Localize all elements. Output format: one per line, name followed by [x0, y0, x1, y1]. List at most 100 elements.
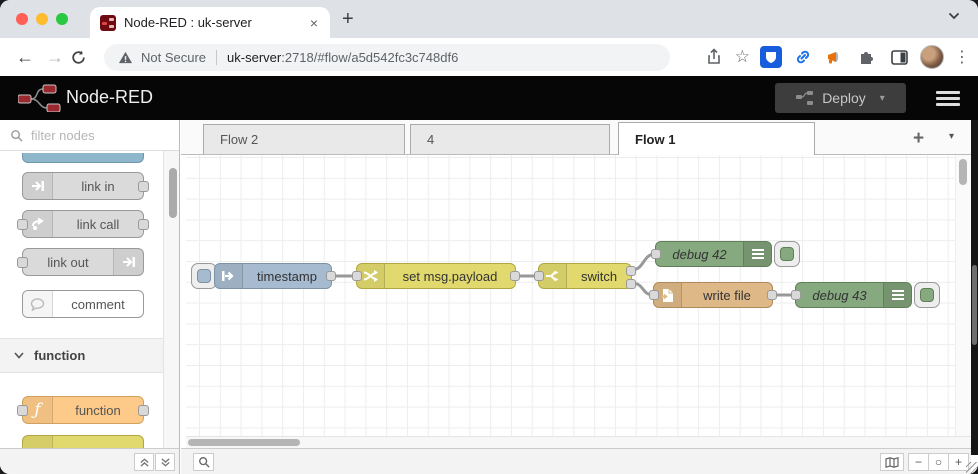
palette-search[interactable] [0, 120, 179, 151]
output-port-1[interactable] [626, 266, 636, 276]
palette-node-function[interactable]: ƒ function [17, 396, 149, 424]
input-port [17, 257, 28, 268]
zoom-out-button[interactable]: − [908, 453, 929, 471]
file-node[interactable]: write file [649, 282, 777, 308]
node-label: debug 42 [672, 246, 727, 262]
output-port[interactable] [510, 271, 520, 281]
address-bar[interactable]: Not Secure uk-server:2718/#flow/a5d542fc… [104, 44, 670, 71]
deploy-label: Deploy [822, 90, 866, 106]
profile-avatar[interactable] [920, 45, 944, 69]
not-secure-warning-icon [118, 51, 133, 63]
deploy-options-caret-icon[interactable]: ▾ [879, 92, 885, 104]
tab-close-icon[interactable]: × [309, 14, 318, 31]
browser-tab[interactable]: Node-RED : uk-server × [90, 7, 330, 38]
canvas-search-button[interactable] [193, 453, 214, 471]
output-port-2[interactable] [626, 279, 636, 289]
palette-scrollbar-track[interactable] [163, 151, 179, 448]
switch-node[interactable]: switch [534, 263, 636, 289]
palette-node-partial-bottom[interactable] [22, 435, 144, 449]
chevron-down-icon [14, 352, 24, 359]
input-port[interactable] [534, 271, 544, 281]
navigator-button[interactable] [880, 453, 904, 471]
palette-node-link-out[interactable]: link out [17, 248, 144, 276]
change-node[interactable]: set msg.payload [352, 263, 520, 289]
tab-search-chevron-icon[interactable] [946, 8, 962, 24]
palette-node-link-call[interactable]: link call [17, 210, 149, 238]
palette-scrollbar-thumb[interactable] [169, 168, 177, 218]
flow-tab-flow1-active[interactable]: Flow 1 [618, 122, 815, 155]
bitwarden-extension-icon[interactable] [760, 46, 782, 68]
url-host[interactable]: uk-server [227, 50, 282, 65]
input-port[interactable] [651, 249, 661, 259]
debug-node-43[interactable]: debug 43 [791, 282, 912, 308]
flow-canvas[interactable]: timestamp set msg.payload [186, 155, 971, 436]
output-port[interactable] [326, 271, 336, 281]
inject-icon [215, 264, 243, 288]
node-red-logo [18, 84, 61, 112]
palette-node-partial-top[interactable] [22, 153, 144, 163]
canvas-hscrollbar-thumb[interactable] [188, 439, 300, 446]
debug-42-toggle-button[interactable] [774, 241, 800, 267]
url-path[interactable]: :2718/#flow/a5d542fc3c748df6 [281, 50, 459, 65]
input-port[interactable] [791, 290, 801, 300]
debug-43-toggle-button[interactable] [914, 282, 940, 308]
output-port [138, 405, 149, 416]
main-menu-icon[interactable] [936, 88, 960, 108]
link-extension-icon[interactable] [792, 46, 814, 68]
node-palette: link in link call link out [0, 120, 180, 474]
forward-button: → [46, 46, 64, 67]
input-port[interactable] [352, 271, 362, 281]
inject-node[interactable]: timestamp [214, 263, 336, 289]
flow-tab-flow2[interactable]: Flow 2 [203, 124, 405, 154]
fullscreen-window-button[interactable] [56, 13, 68, 25]
input-port[interactable] [649, 290, 659, 300]
window-resize-grip[interactable] [966, 462, 978, 474]
search-icon [198, 457, 210, 468]
close-window-button[interactable] [16, 13, 28, 25]
security-label[interactable]: Not Secure [141, 50, 207, 65]
palette-node-link-in[interactable]: link in [22, 172, 149, 200]
browser-tabstrip: Node-RED : uk-server × + [0, 0, 978, 38]
minimize-window-button[interactable] [36, 13, 48, 25]
megaphone-extension-icon[interactable] [824, 46, 846, 68]
add-flow-button[interactable]: + [913, 128, 925, 149]
link-in-icon [23, 173, 53, 199]
output-port [138, 219, 149, 230]
search-icon [11, 129, 23, 142]
switch-icon [539, 264, 567, 288]
side-panel-icon[interactable] [888, 46, 910, 68]
reload-button[interactable] [70, 49, 100, 66]
share-icon[interactable] [703, 46, 725, 68]
palette-search-input[interactable] [29, 126, 159, 144]
browser-menu-icon[interactable]: ⋮ [954, 49, 970, 66]
zoom-reset-button[interactable]: ○ [928, 453, 949, 471]
flow-tab-label: Flow 2 [220, 132, 259, 147]
canvas-hscrollbar-track[interactable] [186, 436, 971, 448]
input-port [17, 405, 28, 416]
output-port[interactable] [767, 290, 777, 300]
palette-node-comment[interactable]: comment [22, 290, 144, 318]
palette-node-label: link out [47, 254, 89, 270]
browser-tab-title: Node-RED : uk-server [124, 15, 252, 30]
input-port [17, 219, 28, 230]
expand-all-categories-button[interactable] [155, 453, 175, 471]
deploy-nodes-icon [796, 90, 814, 105]
collapse-all-categories-button[interactable] [134, 453, 154, 471]
bookmark-star-icon[interactable]: ☆ [734, 47, 750, 66]
flow-tab-4[interactable]: 4 [410, 124, 610, 154]
node-label: debug 43 [812, 287, 867, 303]
browser-scrollbar-thumb[interactable] [972, 265, 977, 345]
app-title: Node-RED [66, 87, 154, 107]
deploy-button[interactable]: Deploy ▾ [775, 83, 906, 113]
flow-list-caret-icon[interactable]: ▾ [949, 131, 955, 142]
back-button[interactable]: ← [16, 46, 34, 67]
canvas-vscrollbar-thumb[interactable] [959, 159, 967, 185]
switch-icon [23, 435, 53, 449]
palette-node-label: link in [81, 178, 115, 194]
new-tab-button[interactable]: + [342, 8, 354, 30]
canvas-vscrollbar-track[interactable] [955, 155, 971, 436]
palette-category-function[interactable]: function [0, 338, 163, 373]
debug-node-42[interactable]: debug 42 [651, 241, 772, 267]
extensions-puzzle-icon[interactable] [856, 46, 878, 68]
